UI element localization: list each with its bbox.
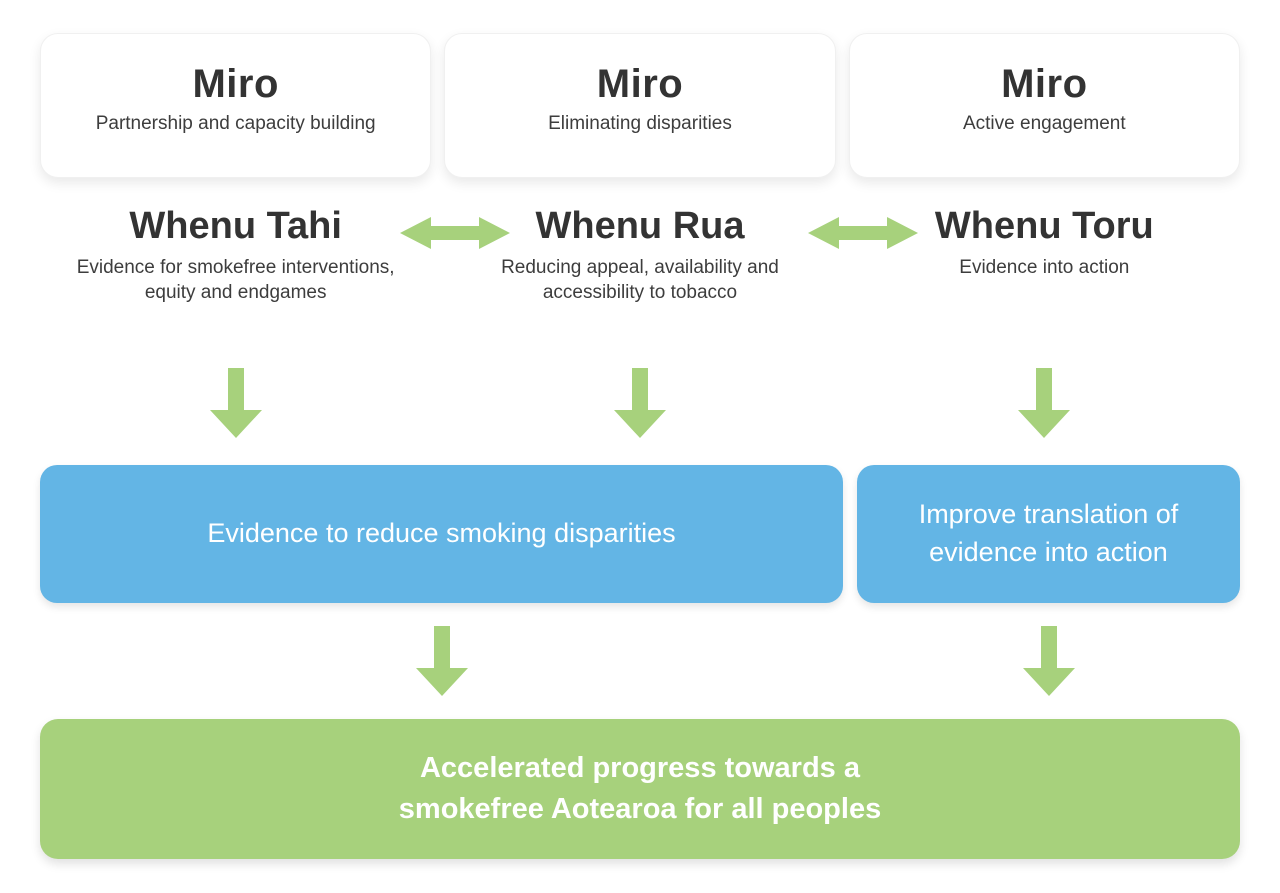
outcome-row: Evidence to reduce smoking disparities I… (40, 465, 1240, 603)
whenu-subtitle: Reducing appeal, availability and access… (501, 256, 779, 304)
miro-card-subtitle: Active engagement (962, 113, 1126, 134)
whenu-row: Whenu Tahi Evidence for smokefree interv… (40, 205, 1240, 310)
whenu-title: Whenu Rua (535, 205, 745, 247)
down-arrow-icon (415, 626, 468, 696)
miro-card-title: Miro (192, 62, 279, 106)
evidence-outcome-text: Evidence to reduce smoking disparities (207, 518, 676, 549)
miro-card-subtitle: Partnership and capacity building (95, 113, 376, 134)
down-arrow-row (40, 626, 1240, 696)
miro-card-title: Miro (596, 62, 684, 106)
down-arrow-icon (1018, 368, 1071, 438)
whenu-subtitle: Evidence for smokefree interventions, eq… (76, 256, 395, 304)
goal-text-line1: Accelerated progress towards a (419, 752, 860, 785)
down-arrow-icon (613, 368, 666, 438)
translation-outcome-text: Improve translation of evidence into act… (918, 499, 1179, 567)
whenu-title: Whenu Toru (934, 205, 1154, 247)
whenu-column: Whenu Toru Evidence into action (849, 205, 1240, 306)
down-arrow-icon (1022, 626, 1075, 696)
miro-card-title: Miro (1001, 62, 1088, 106)
goal-text-line2: smokefree Aotearoa for all peoples (398, 793, 882, 825)
miro-card-subtitle: Eliminating disparities (548, 113, 732, 134)
whenu-subtitle: Evidence into action (959, 256, 1130, 278)
evidence-outcome-box: Evidence to reduce smoking disparities (40, 465, 843, 603)
horizontal-double-arrow-icon (400, 217, 510, 249)
miro-card-row: Miro Partnership and capacity building M… (40, 33, 1240, 178)
translation-outcome-box: Improve translation of evidence into act… (857, 465, 1240, 603)
whenu-column: Whenu Tahi Evidence for smokefree interv… (40, 205, 431, 306)
whenu-column: Whenu Rua Reducing appeal, availability … (444, 205, 835, 306)
down-arrow-icon (209, 368, 262, 438)
goal-box: Accelerated progress towards a smokefree… (40, 719, 1240, 859)
down-arrow-row (40, 368, 1240, 438)
miro-card: Miro Partnership and capacity building (40, 33, 432, 178)
miro-card: Miro Eliminating disparities (444, 33, 836, 178)
miro-card: Miro Active engagement (848, 33, 1240, 178)
whenu-title: Whenu Tahi (129, 205, 342, 247)
horizontal-double-arrow-icon (808, 217, 918, 249)
